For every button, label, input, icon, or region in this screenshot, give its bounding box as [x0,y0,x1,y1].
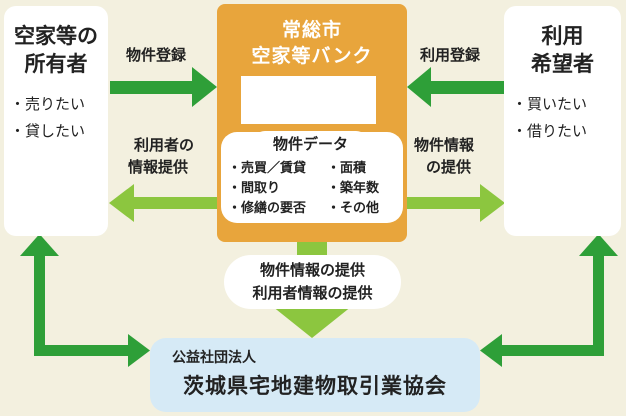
user-title-line2: 希望者 [531,52,594,76]
owner-box: 空家等の 所有者 ・売りたい ・貸したい [4,6,108,236]
provide-line2: 利用者情報の提供 [252,284,373,302]
data-item-repair: ・修繕の要否 [228,201,307,216]
arrow-user-info [109,184,217,222]
association-box: 公益社団法人 茨城県宅地建物取引業協会 [150,338,480,412]
provide-info-box: 物件情報の提供 利用者情報の提供 [224,255,401,309]
association-name: 茨城県宅地建物取引業協会 [183,374,447,398]
bank-box: 常総市 空家等バンク 物件データ ・売買／賃貸 ・面積 ・間取り ・築年数 ・修… [217,4,407,242]
bank-title-line2: 空家等バンク [251,45,373,67]
owner-item-sell: ・売りたい [10,95,86,113]
user-item-rent: ・借りたい [512,122,588,140]
association-subtitle: 公益社団法人 [172,350,256,366]
label-user-info-line1: 利用者の [134,136,195,154]
owner-title-line1: 空家等の [14,24,98,48]
user-box: 利用 希望者 ・買いたい ・借りたい [504,6,621,236]
bank-blank-panel [241,76,376,124]
bank-title-line1: 常総市 [281,19,342,41]
arrow-property-info [407,184,505,222]
label-property-info-line2: の提供 [426,158,472,176]
data-item-area: ・面積 [327,161,367,176]
arrow-property-registration [110,67,217,107]
arrow-association-user [480,234,618,367]
data-item-other: ・その他 [327,201,380,216]
label-property-registration: 物件登録 [126,46,187,64]
label-user-info-line2: 情報提供 [128,158,189,176]
property-data-title: 物件データ [253,131,368,157]
label-user-registration: 利用登録 [420,46,481,64]
provide-line1: 物件情報の提供 [259,261,365,279]
owner-title-line2: 所有者 [24,52,88,76]
label-property-info-line1: 物件情報 [414,136,475,154]
data-item-sale-rent: ・売買／賃貸 [228,161,307,176]
arrow-user-registration [407,67,504,107]
data-item-age: ・築年数 [327,181,380,196]
user-item-buy: ・買いたい [512,95,588,113]
data-item-layout: ・間取り [228,181,281,196]
arrow-association-owner [20,234,150,367]
user-title-line1: 利用 [541,24,584,48]
owner-item-lend: ・貸したい [10,122,86,140]
